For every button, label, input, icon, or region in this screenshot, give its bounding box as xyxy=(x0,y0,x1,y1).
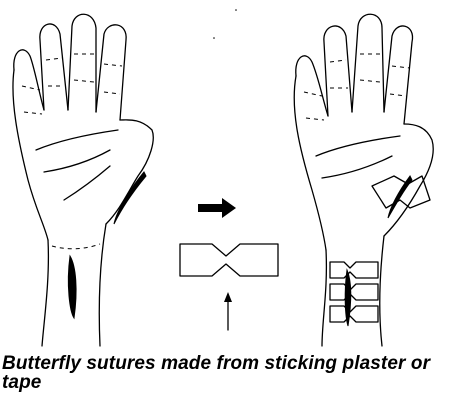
left-forearm-edge xyxy=(42,240,48,346)
left-hand-ring-finger xyxy=(40,24,68,110)
right-palm-line-1 xyxy=(316,136,400,156)
left-forearm-edge-2 xyxy=(99,224,106,346)
left-wrist-crease xyxy=(52,244,100,249)
right-hand-pinky xyxy=(296,56,328,116)
left-hand-pinky xyxy=(14,50,44,110)
wrist-wound xyxy=(68,256,76,318)
left-palm-line-2 xyxy=(44,150,110,172)
right-palm-line-2 xyxy=(322,156,392,178)
left-hand-illustration xyxy=(13,14,153,346)
right-hand-index-finger xyxy=(384,26,413,124)
closed-wrist-wound xyxy=(345,270,351,326)
right-hand-illustration xyxy=(294,14,433,346)
figure-caption: Butterfly sutures made from sticking pla… xyxy=(2,354,454,392)
closed-palm-wound xyxy=(388,176,412,218)
right-forearm-edge xyxy=(322,250,326,346)
left-hand-index-finger xyxy=(96,25,126,120)
arrow-up-icon xyxy=(224,292,232,330)
butterfly-suture-shape xyxy=(180,244,278,276)
right-forearm-edge-2 xyxy=(380,236,384,346)
left-palm-line-1 xyxy=(36,130,118,150)
left-palm-line-3 xyxy=(64,166,110,200)
speck xyxy=(235,9,237,11)
wrist-butterfly-sutures xyxy=(330,262,378,322)
right-hand-ring-finger xyxy=(324,26,352,116)
palm-wound xyxy=(114,172,146,224)
left-hand-middle-finger xyxy=(68,14,96,112)
speck xyxy=(213,37,215,39)
arrow-right-icon xyxy=(198,198,236,218)
right-hand-palm-edge xyxy=(294,76,326,250)
right-hand-middle-finger xyxy=(352,14,384,112)
left-hand-thumb xyxy=(106,120,153,224)
